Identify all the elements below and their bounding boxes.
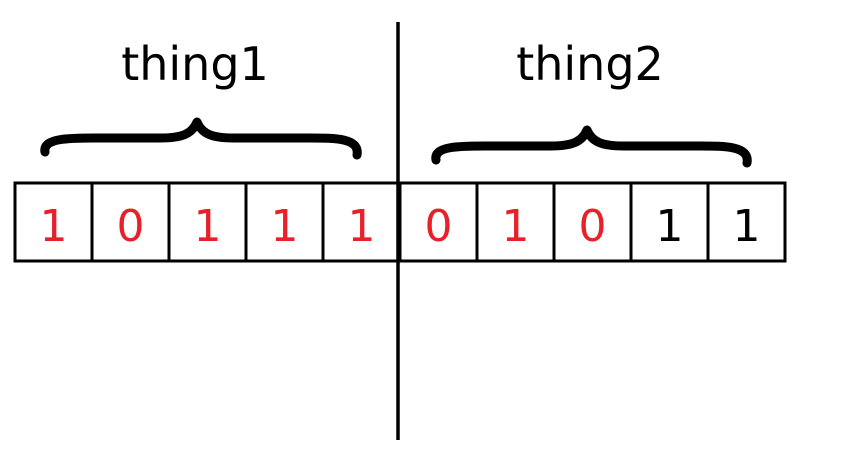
bit-value-3: 1 [194, 201, 222, 252]
bit-value-6: 0 [425, 201, 453, 252]
brace-thing1 [40, 117, 362, 160]
bit-value-7: 1 [502, 201, 530, 252]
bit-cell-2 [90, 181, 171, 263]
bit-cell-10 [706, 181, 787, 263]
bit-cell-6 [398, 181, 479, 263]
bit-cell-3 [167, 181, 248, 263]
bit-value-8: 0 [579, 201, 607, 252]
bit-cell-7 [475, 181, 556, 263]
group-label-thing2: thing2 [516, 37, 664, 91]
group-label-thing1: thing1 [121, 37, 269, 91]
bit-cell-5 [321, 181, 402, 263]
bit-value-4: 1 [271, 201, 299, 252]
brace-thing2 [431, 125, 752, 168]
bit-value-1: 1 [40, 201, 68, 252]
bit-cell-1 [13, 181, 94, 263]
bit-cell-8 [552, 181, 633, 263]
bit-value-9: 1 [656, 201, 684, 252]
bit-value-5: 1 [348, 201, 376, 252]
bit-value-10: 1 [733, 201, 761, 252]
bit-cell-9 [629, 181, 710, 263]
bit-value-2: 0 [117, 201, 145, 252]
